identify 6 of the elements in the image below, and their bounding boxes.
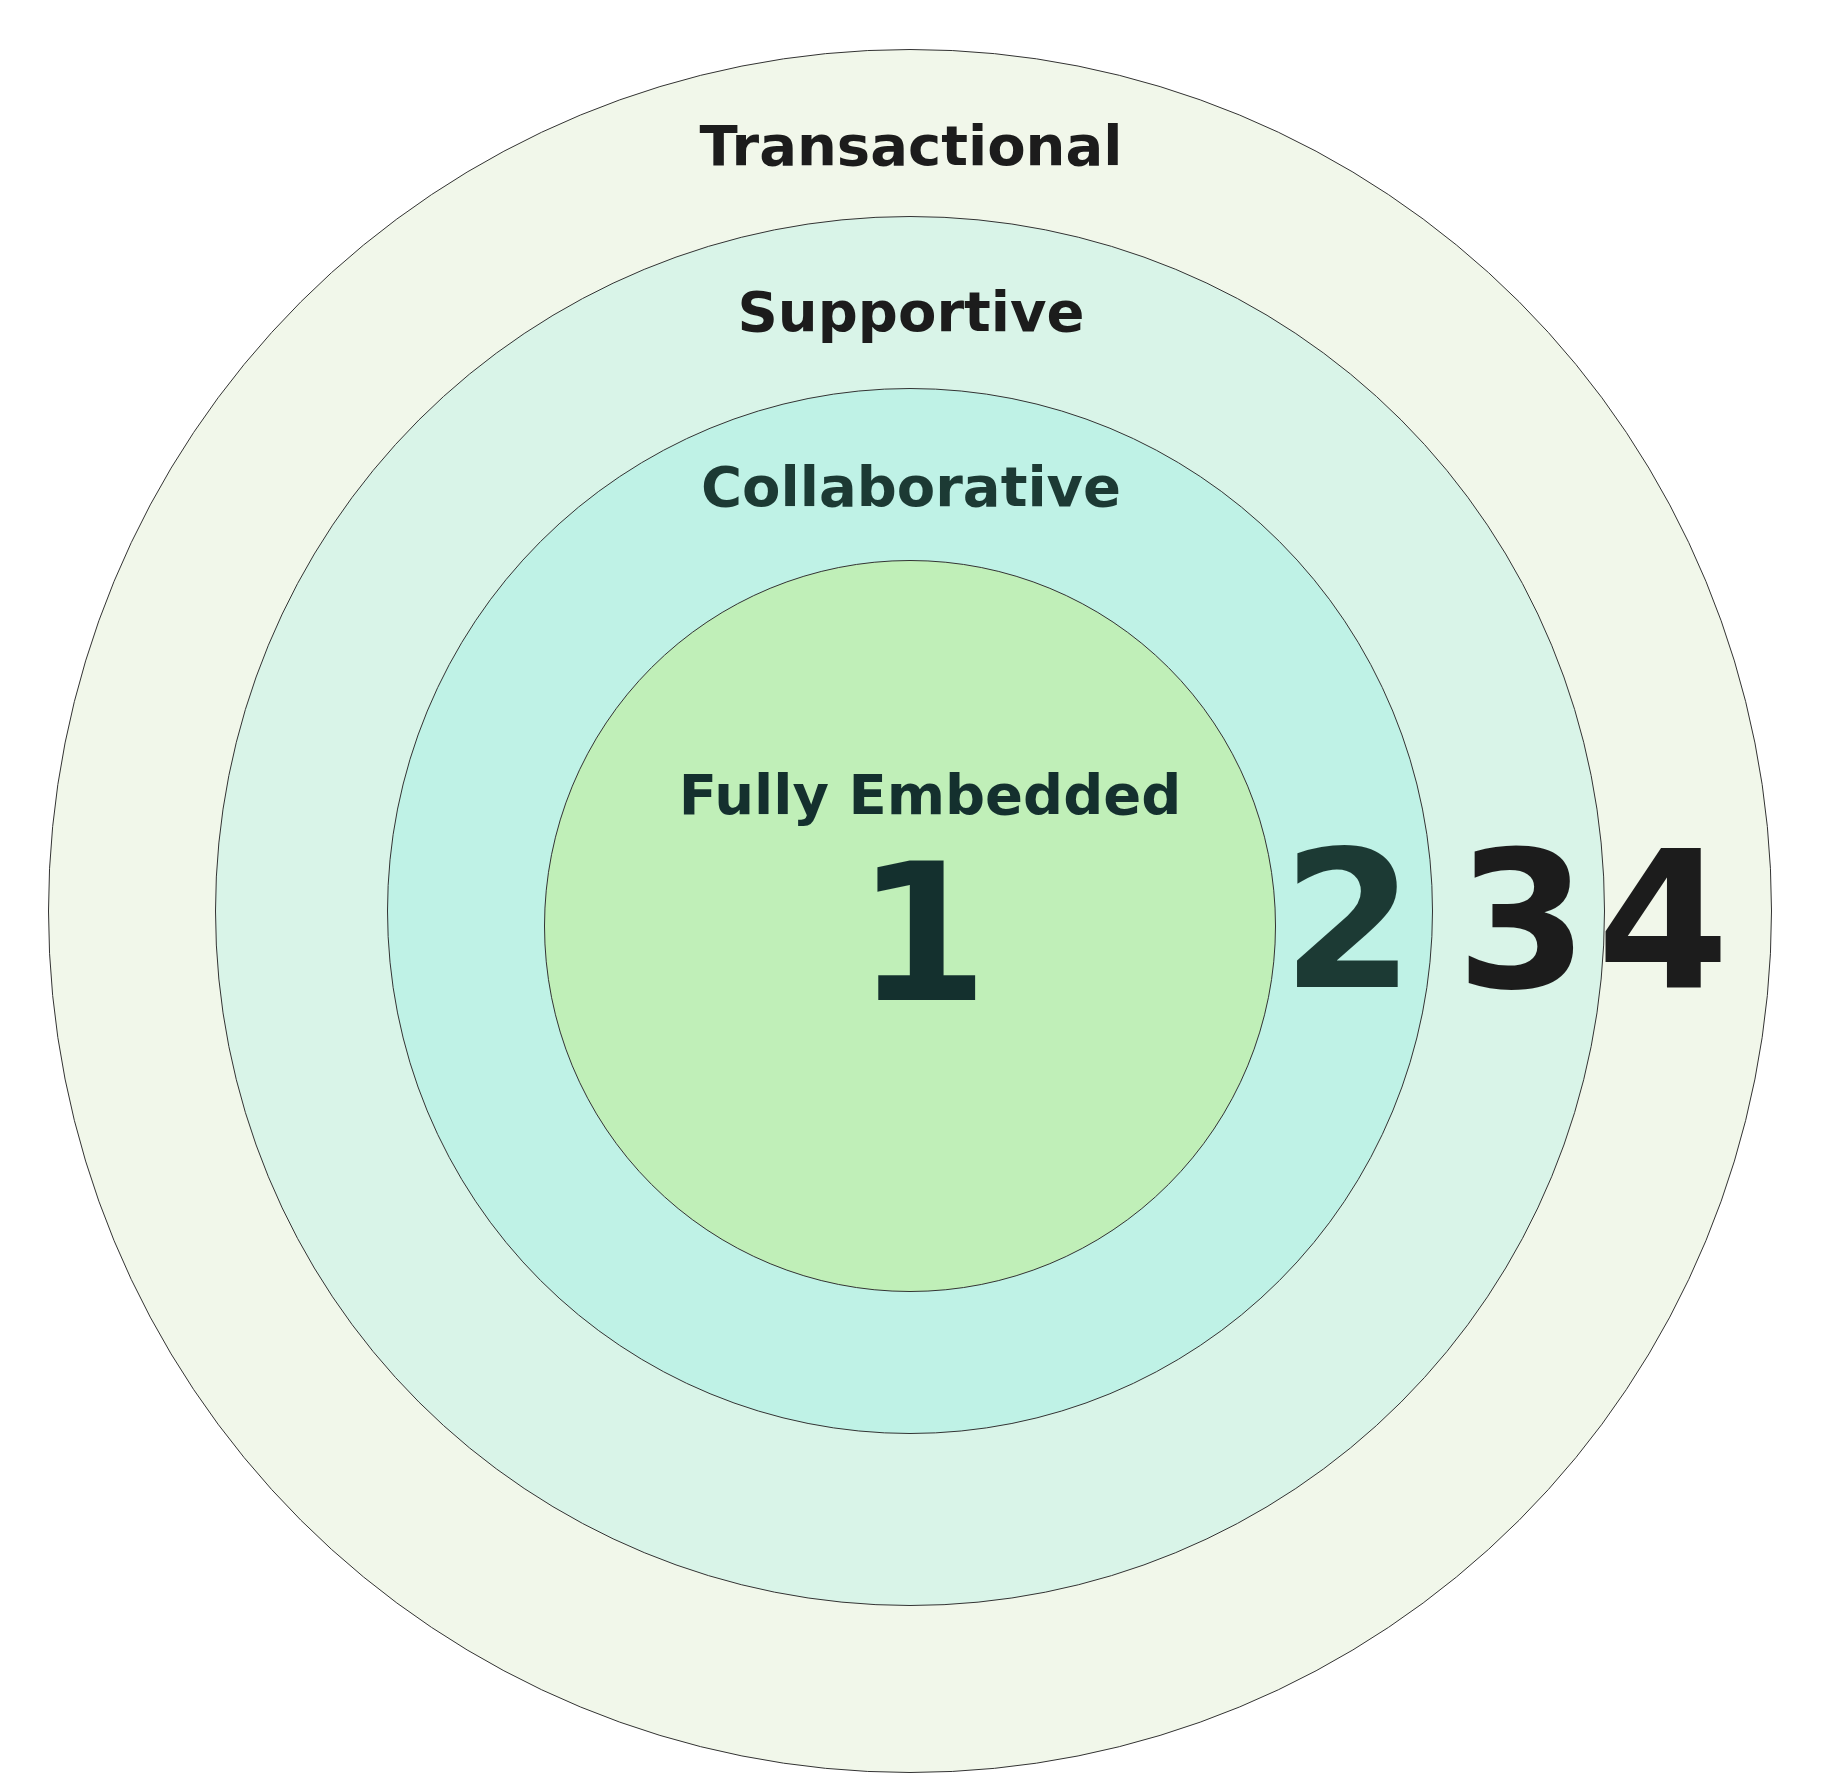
ring-title: Transactional [699, 118, 1123, 174]
level-number: 2 [1281, 827, 1415, 1017]
ring-title: Collaborative [700, 459, 1122, 515]
level-number: 4 [1596, 827, 1730, 1017]
level-number: 1 [855, 840, 989, 1030]
level-number: 3 [1455, 827, 1589, 1017]
